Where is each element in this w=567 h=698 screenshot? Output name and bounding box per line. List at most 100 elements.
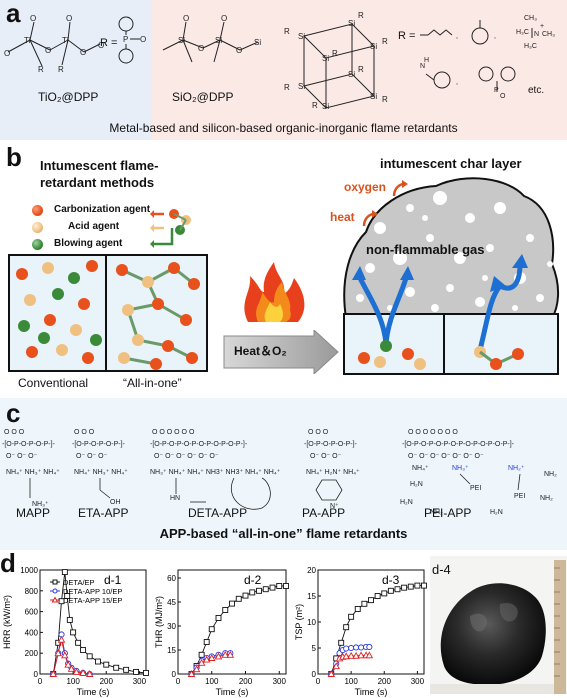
svg-text:NH₄⁺ NH₃⁺ NH₄⁺: NH₄⁺ NH₃⁺ NH₄⁺: [74, 469, 128, 476]
data-point: [221, 650, 230, 658]
data-point: [86, 653, 93, 660]
svg-text:PEI: PEI: [514, 493, 525, 500]
data-point: [123, 666, 130, 673]
app-structures: O O O-[O-P-O-P-O-P-]-O⁻ O⁻ O⁻ NH₄⁺ NH₃⁺ …: [2, 429, 557, 516]
data-point: [208, 626, 215, 633]
gas-label: non-flammable gas: [366, 242, 485, 257]
svg-text:O O O O O O: O O O O O O: [152, 429, 195, 436]
data-point: [401, 584, 408, 591]
x-axis-label: Time (s): [355, 687, 388, 697]
char-layer-illustration: [343, 177, 559, 375]
char-bubble: [433, 191, 447, 205]
char-bubble: [387, 305, 393, 311]
y-tick-label: 200: [25, 649, 39, 658]
panel-b-letter: b: [6, 142, 22, 172]
carbonization-dot-icon: [32, 205, 43, 216]
svg-text:Si: Si: [215, 36, 222, 45]
svg-text:OH: OH: [110, 499, 121, 506]
conventional-dot: [18, 320, 30, 332]
sio2-label: SiO₂@DPP: [172, 90, 234, 104]
all-in-one-dot: [168, 262, 180, 274]
svg-text:R: R: [312, 101, 318, 110]
data-point: [327, 670, 336, 677]
svg-text:O O O: O O O: [4, 429, 25, 436]
char-bubble: [526, 234, 534, 242]
char-bubble: [405, 287, 415, 297]
data-point: [332, 662, 340, 670]
sio2-etc: etc.: [528, 85, 545, 96]
svg-text:NH₃⁺: NH₃⁺: [452, 465, 469, 472]
data-point: [64, 660, 72, 668]
svg-text:Si: Si: [348, 19, 355, 28]
conventional-dot: [52, 288, 64, 300]
legend-marker: [52, 588, 58, 594]
legend-marker: [51, 596, 59, 603]
compound-eta-app: ETA-APP: [78, 506, 129, 520]
svg-text:R: R: [58, 65, 64, 74]
svg-text:NH₂: NH₂: [430, 509, 443, 516]
y-tick-label: 30: [167, 622, 176, 631]
svg-text:CH₃: CH₃: [542, 31, 555, 38]
panel-d-letter: d: [0, 548, 16, 578]
data-point: [357, 651, 365, 659]
data-point: [226, 650, 235, 658]
x-tick-label: 300: [273, 677, 287, 686]
svg-text:+: +: [540, 23, 544, 30]
svg-text:O⁻ O⁻ O⁻ O⁻ O⁻ O⁻: O⁻ O⁻ O⁻ O⁻ O⁻ O⁻: [154, 453, 219, 460]
data-point: [133, 668, 140, 675]
data-point: [354, 606, 361, 612]
data-point: [353, 644, 360, 651]
data-point: [374, 593, 381, 599]
data-point: [103, 661, 110, 668]
svg-text:N: N: [420, 63, 425, 70]
svg-text:PEI: PEI: [470, 485, 481, 492]
x-tick-label: 300: [411, 677, 425, 686]
panel-c: c O O O-[O-P-O-P-O-P-]-O⁻ O⁻ O⁻ NH₄⁺ NH₃…: [0, 398, 567, 550]
svg-text:Ti: Ti: [62, 36, 69, 45]
svg-text:Si: Si: [348, 70, 355, 79]
svg-text:P: P: [123, 35, 128, 44]
char-bubble: [512, 305, 518, 311]
data-point: [75, 639, 82, 646]
acid-dot-icon: [32, 222, 43, 233]
svg-text:N⁺: N⁺: [330, 503, 339, 510]
svg-text:O: O: [4, 49, 10, 58]
data-point: [352, 651, 360, 659]
svg-text:R: R: [382, 37, 388, 46]
series-line: [52, 572, 147, 675]
svg-text:-[O-P-O-P-O-P-O-P-O-P-O-P-]-: -[O-P-O-P-O-P-O-P-O-P-O-P-]-: [150, 441, 248, 448]
char-residue-image: [430, 560, 566, 694]
svg-text:Si: Si: [298, 32, 305, 41]
y-tick-label: 0: [172, 670, 177, 679]
compound-pa-app: PA-APP: [302, 506, 346, 520]
svg-text:NH₂: NH₂: [544, 471, 557, 478]
y-tick-label: 20: [307, 566, 316, 575]
legend-blowing-label: Blowing agent: [54, 238, 123, 249]
char-bubble: [446, 284, 454, 292]
svg-text:O O O: O O O: [74, 429, 95, 436]
data-point: [365, 651, 374, 659]
heat-o2-arrow: [223, 330, 339, 374]
char-bubble: [547, 261, 553, 267]
data-point: [61, 651, 69, 659]
svg-text:O: O: [45, 46, 51, 55]
data-point: [85, 670, 94, 677]
data-point: [421, 582, 427, 589]
char-bubble: [356, 294, 364, 302]
svg-text:O O O O O O: O O O O O O O: [408, 429, 458, 436]
svg-text:O O O: O O O: [308, 429, 329, 436]
svg-text:O⁻ O⁻ O⁻: O⁻ O⁻ O⁻: [310, 453, 342, 460]
data-point: [381, 590, 388, 597]
legend-arrows-icon: [150, 209, 191, 248]
data-point: [214, 652, 223, 660]
svg-text:O⁻ O⁻ O⁻: O⁻ O⁻ O⁻: [6, 453, 38, 460]
y-tick-label: 5: [312, 644, 317, 653]
y-axis-label: HRR (kW/m²): [2, 595, 12, 649]
x-axis-label: Time (s): [77, 687, 110, 697]
data-point: [256, 587, 262, 594]
data-point: [187, 670, 196, 677]
data-point: [347, 651, 355, 659]
data-point: [283, 583, 289, 589]
